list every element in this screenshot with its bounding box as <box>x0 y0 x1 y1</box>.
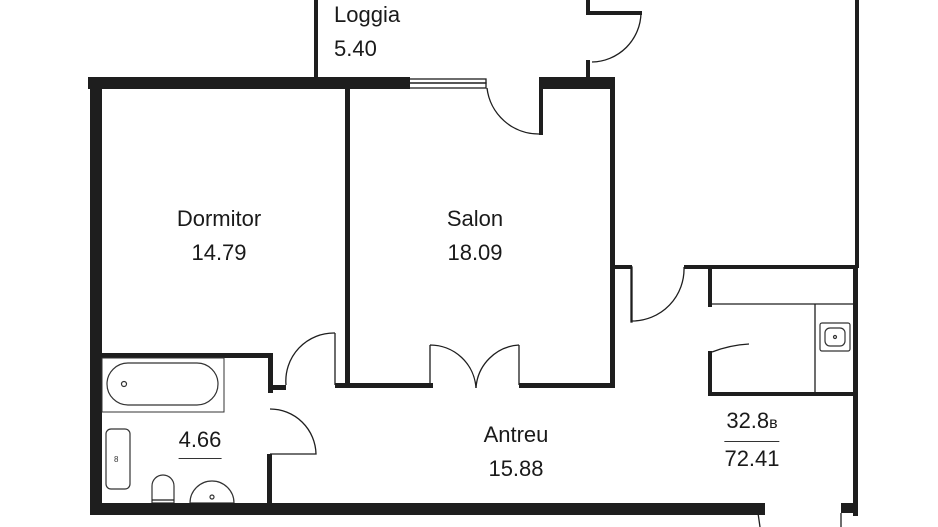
total-area: 72.41 <box>724 446 780 471</box>
salon-right-wall <box>610 88 615 388</box>
kitchen-bottom-wall <box>708 392 858 396</box>
salon-door-right-swing <box>475 344 520 389</box>
kitchen-door-swing <box>711 343 750 353</box>
room-area-bathroom: 4.66 <box>178 423 222 459</box>
room-name-loggia: Loggia <box>334 2 401 27</box>
living-area: 32.8в <box>724 406 780 442</box>
kitchen-left-wall-lower <box>708 351 712 395</box>
bottom-wall-right <box>841 503 858 513</box>
kitchen-top-wall-left <box>612 265 632 269</box>
top-wall-left <box>88 77 410 89</box>
toilet-icon <box>151 474 175 504</box>
room-label-loggia: Loggia 5.40 <box>334 0 400 66</box>
room-label-salon: Salon 18.09 <box>447 202 503 270</box>
living-area-value: 32.8 <box>726 408 770 433</box>
loggia-door-swing <box>591 12 642 63</box>
bathroom-right-wall-stub <box>268 385 286 390</box>
room-label-bathroom: 4.66 <box>178 423 222 459</box>
bathroom-right-wall-upper <box>268 353 273 393</box>
top-wall-right <box>539 77 615 89</box>
bottom-wall-left <box>90 503 765 515</box>
kitchen-left-wall-upper <box>708 267 712 307</box>
loggia-right-wall-lower <box>586 60 590 80</box>
entry-door-swing <box>757 512 761 527</box>
room-name-salon: Salon <box>446 206 504 231</box>
room-area-loggia: 5.40 <box>334 36 377 61</box>
corridor-door-jamb <box>630 266 633 323</box>
salon-bottom-wall-left <box>345 383 433 388</box>
dormitor-door-jamb <box>335 383 349 388</box>
kitchen-corridor-door-swing <box>631 266 685 322</box>
bathtub-drain-icon <box>120 380 128 388</box>
right-outer-wall-lower <box>853 266 858 516</box>
room-name-antreu: Antreu <box>483 422 549 447</box>
room-area-salon: 18.09 <box>447 240 503 265</box>
salon-balcony-door-jamb <box>539 85 543 135</box>
kitchen-sink-drain-icon <box>832 334 838 340</box>
washer-label: 8 <box>114 455 119 464</box>
bathroom-door-swing <box>269 408 317 455</box>
room-area-antreu: 15.88 <box>488 456 544 481</box>
room-name-dormitor: Dormitor <box>176 206 262 231</box>
loggia-right-wall-upper <box>586 0 590 14</box>
bathroom-right-wall-lower <box>267 454 272 510</box>
room-label-dormitor: Dormitor 14.79 <box>177 202 261 270</box>
sink-icon <box>189 480 235 504</box>
left-outer-wall <box>90 77 102 513</box>
dormitor-door-swing <box>285 332 336 386</box>
salon-bottom-wall-right <box>519 383 615 388</box>
washing-machine-icon <box>105 428 131 490</box>
loggia-right-wall-step <box>586 11 642 15</box>
right-outer-wall <box>855 0 859 268</box>
kitchen-top-wall-right <box>684 265 858 269</box>
room-label-antreu: Antreu 15.88 <box>484 418 549 486</box>
area-summary: 32.8в 72.41 <box>724 406 780 476</box>
window-sill <box>407 82 487 89</box>
sink-drain-icon <box>209 494 215 500</box>
room-area-dormitor: 14.79 <box>191 240 247 265</box>
bathroom-top-wall <box>100 353 272 358</box>
living-area-suffix: в <box>769 415 778 432</box>
bathtub-icon <box>106 362 219 406</box>
salon-door-left-swing <box>429 344 477 389</box>
balcony-door-swing <box>486 87 540 135</box>
loggia-left-wall <box>314 0 318 80</box>
dormitor-salon-wall <box>345 88 350 388</box>
